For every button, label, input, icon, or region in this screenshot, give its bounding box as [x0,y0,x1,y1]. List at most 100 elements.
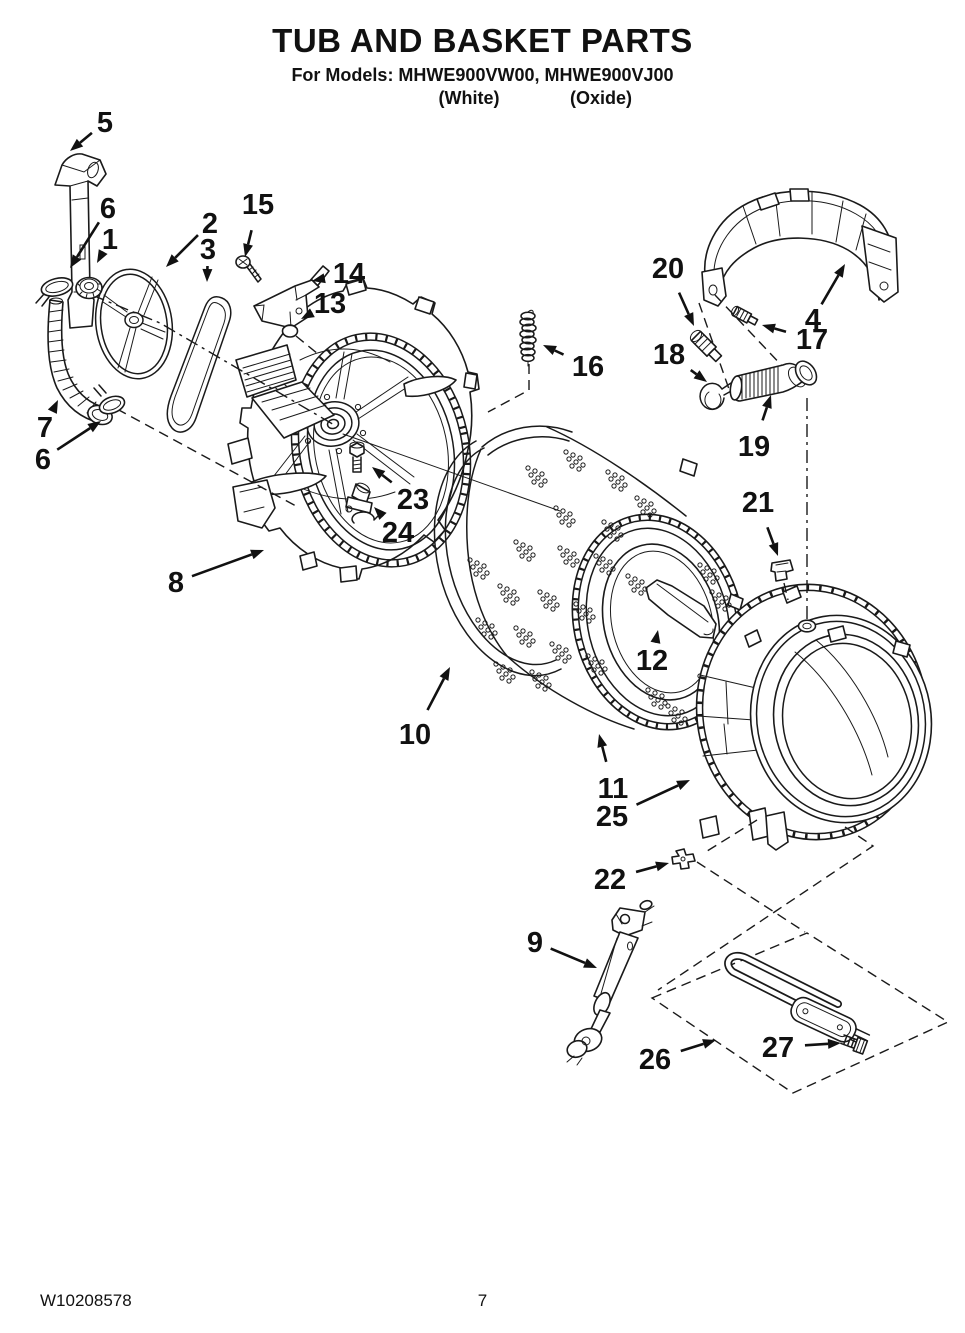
callout-22: 22 [594,861,669,896]
callout-number: 3 [200,234,216,266]
callout-number: 13 [314,288,346,320]
callout-leader-line [804,1042,829,1047]
callout-21: 21 [742,487,779,556]
callout-arrowhead [702,1039,716,1049]
finish-label-oxide: (Oxide) [569,88,633,108]
callout-number: 8 [168,567,184,599]
callout-leader-line [79,131,93,144]
callout-24: 24 [374,507,414,549]
callout-number: 19 [738,431,770,463]
page-title: TUB AND BASKET PARTS [272,22,693,59]
callout-arrowhead [47,400,58,414]
callout-arrowhead [439,667,450,681]
callout-14: 14 [312,258,365,290]
callout-number: 11 [598,773,629,805]
part-26-heater-illustration [724,951,871,1046]
callout-arrowhead [87,421,101,433]
part-20-nozzle-illustration [689,329,723,363]
callout-arrowhead [676,780,690,790]
header: TUB AND BASKET PARTS For Models: MHWE900… [0,22,965,86]
callout-leader-line [56,427,91,451]
callout-19: 19 [738,395,772,463]
callout-number: 24 [382,517,414,549]
part-19-hose-illustration [729,360,818,402]
callout-3: 3 [200,234,216,282]
callout-number: 12 [636,645,668,677]
callout-arrowhead [762,395,772,409]
part-21-clip-illustration [770,559,794,582]
callout-13: 13 [301,288,346,320]
part-14-bracket-illustration [253,265,330,337]
callout-arrowhead [834,264,845,278]
callout-number: 27 [762,1032,794,1064]
callout-arrowhead [655,861,669,872]
part-13-cap-illustration [281,324,299,338]
callout-7: 7 [37,400,58,444]
callout-arrowhead [827,1038,841,1049]
callout-leader-line [761,406,769,421]
part-22-clip-illustration [671,848,696,870]
part-6-clamp-lower-illustration [93,384,126,415]
callout-leader-line [191,553,253,578]
callout-9: 9 [527,927,597,968]
callout-arrowhead [312,273,326,284]
callout-arrowhead [543,345,557,356]
callout-arrowhead [650,630,661,644]
part-17-nozzle-illustration [730,305,759,326]
part-23-bolt-illustration [349,441,365,473]
callout-1: 1 [97,224,118,263]
front-tub-illustration [695,583,933,851]
callout-number: 6 [100,193,116,225]
explosion-axis-lines [91,294,950,1094]
part-15-screw-illustration [235,255,262,283]
callout-number: 14 [333,258,365,290]
callout-leader-line [766,526,775,545]
callout-number: 9 [527,927,543,959]
models-line: For Models: MHWE900VW00, MHWE900VJ00 [291,65,674,85]
part-1-nut-illustration [75,276,103,300]
callout-leader-line [680,1042,704,1053]
part-6-clamp-upper-illustration [35,277,74,307]
callout-arrowhead [684,312,694,326]
callout-leader-line [689,368,698,376]
part-4-counterweight-illustration [701,188,899,307]
callout-6: 6 [70,193,116,268]
callout-leader-line [820,274,840,305]
callout-4: 4 [805,264,845,336]
callout-number: 2 [202,208,218,240]
callout-5: 5 [70,107,113,151]
callout-arrowhead [70,138,84,151]
callout-6: 6 [35,421,101,476]
page-number: 7 [477,1291,488,1310]
callout-arrowhead [202,268,213,282]
callout-17: 17 [762,323,828,356]
callout-leader-line [774,327,787,333]
callout-11: 11 [597,734,628,805]
part-27-screw-illustration [840,1034,869,1055]
callout-leader-line [554,349,565,356]
document-number: W10208578 [40,1291,132,1310]
callout-number: 16 [572,351,604,383]
callout-arrowhead [166,254,179,267]
callout-27: 27 [762,1032,841,1064]
callout-leader-line [426,677,446,711]
callout-arrowhead [250,549,264,560]
callout-2: 2 [166,208,218,267]
callout-20: 20 [652,253,694,326]
callout-number: 7 [37,412,53,444]
callout-arrowhead [301,308,315,319]
callout-leader-line [601,746,608,763]
callout-leader-line [635,784,679,806]
finish-label-white: (White) [438,88,500,108]
callout-leader-line [550,947,586,965]
callout-arrowhead [762,323,776,334]
callout-26: 26 [639,1039,716,1076]
callout-15: 15 [242,189,274,257]
basket-drum-illustration [466,425,745,731]
callout-arrowhead [97,249,108,263]
callout-number: 10 [399,719,431,751]
callout-10: 10 [399,667,450,751]
callout-16: 16 [543,345,604,383]
callout-arrowhead [70,254,82,268]
